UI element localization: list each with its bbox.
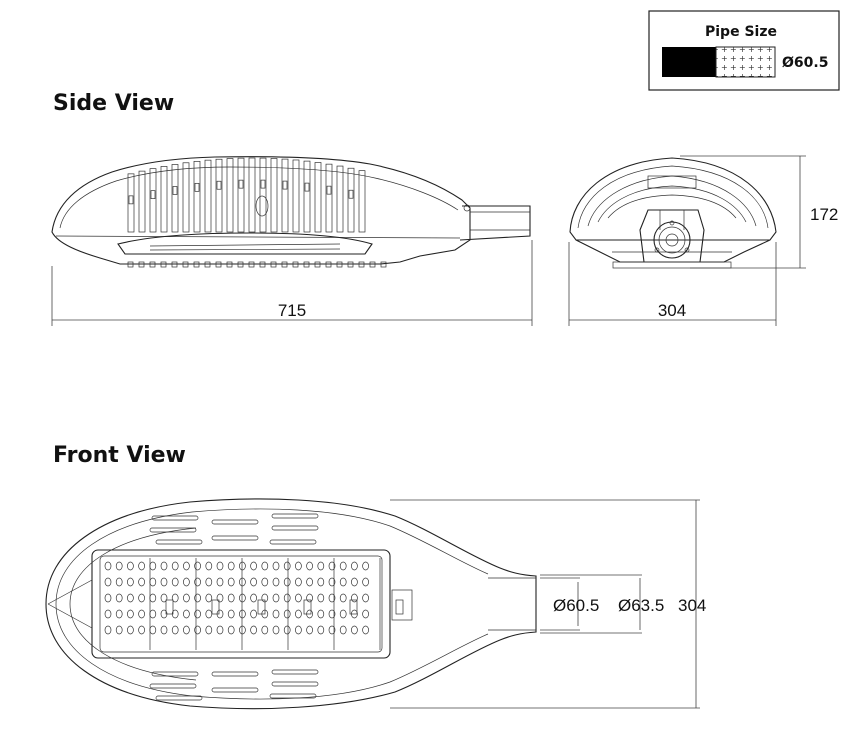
dimension-front-width-label: 304 xyxy=(678,596,706,615)
front-view-title: Front View xyxy=(53,443,186,468)
front-view-luminaire xyxy=(45,498,537,710)
dimension-pipe-inner-label: Ø60.5 xyxy=(553,596,599,615)
pipe-size-legend: Pipe Size Ø60.5 xyxy=(648,10,840,91)
dimension-end-width-label: 304 xyxy=(658,301,686,320)
legend-solid-swatch xyxy=(662,47,716,77)
end-view-luminaire xyxy=(569,157,777,269)
dimension-height: 172 xyxy=(680,155,838,269)
dimension-end-width: 304 xyxy=(568,242,777,326)
side-view-luminaire xyxy=(51,156,531,268)
dimension-length: 715 xyxy=(51,240,533,326)
dimension-length-label: 715 xyxy=(278,301,306,320)
dimension-pipe: Ø60.5 Ø63.5 xyxy=(540,574,664,634)
side-view-title: Side View xyxy=(53,91,174,116)
legend-dotted-swatch xyxy=(715,46,776,78)
legend-title: Pipe Size xyxy=(705,24,777,40)
dimension-height-label: 172 xyxy=(810,205,838,224)
dimension-pipe-outer-label: Ø63.5 xyxy=(618,596,664,615)
legend-value: Ø60.5 xyxy=(782,55,828,71)
dimension-front-width: 304 xyxy=(390,499,706,709)
